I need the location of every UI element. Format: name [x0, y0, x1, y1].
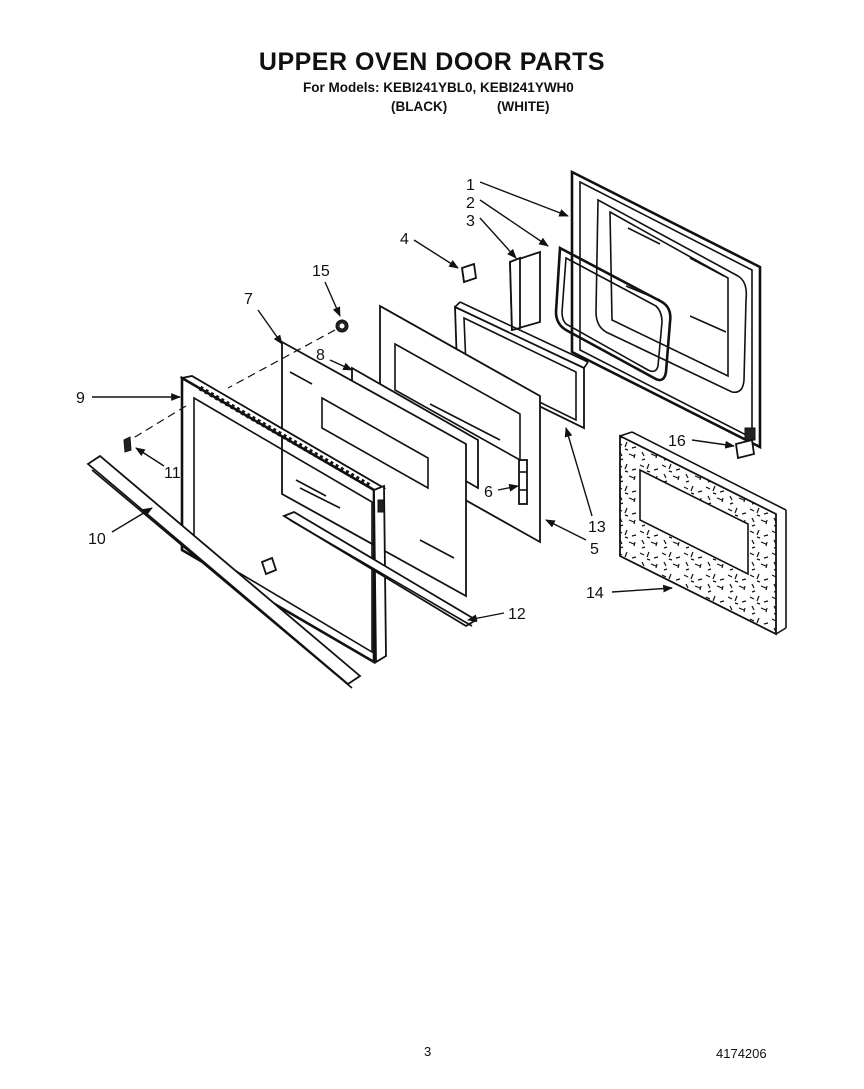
- hinge-bracket: [518, 459, 528, 505]
- models-line: For Models: KEBI241YBL0, KEBI241YWH0: [303, 80, 574, 95]
- door-glass-panel: [281, 340, 467, 598]
- screw-part: [335, 319, 349, 333]
- callout-7: 7: [244, 291, 253, 308]
- document-number: 4174206: [716, 1046, 767, 1061]
- callout-16: 16: [668, 433, 686, 450]
- callout-1: 1: [466, 177, 475, 194]
- leader-lines: [92, 181, 735, 623]
- small-clip: [123, 436, 132, 453]
- callout-2: 2: [466, 195, 475, 212]
- callout-11: 11: [164, 465, 181, 482]
- callout-3: 3: [466, 213, 475, 230]
- callout-6: 6: [484, 484, 493, 501]
- callout-14: 14: [586, 585, 604, 602]
- assembly-lines: [129, 329, 336, 441]
- callout-8: 8: [316, 347, 325, 364]
- insulation-pad: [619, 431, 787, 636]
- callout-13: 13: [588, 519, 606, 536]
- door-clip: [461, 262, 477, 284]
- page-title: UPPER OVEN DOOR PARTS: [258, 48, 606, 76]
- bottom-trim-rail: [86, 454, 362, 689]
- variant-black: (BLACK): [391, 99, 448, 114]
- callout-4: 4: [400, 231, 409, 248]
- callout-5: 5: [590, 541, 599, 558]
- page-number: 3: [424, 1044, 432, 1059]
- callout-10: 10: [88, 531, 106, 548]
- door-gasket: [554, 245, 672, 382]
- variant-white: (WHITE): [497, 99, 550, 114]
- glass-pack-tray: [454, 301, 589, 430]
- insulation-block: [509, 250, 541, 332]
- callout-15: 15: [312, 263, 330, 280]
- inner-door-panel: [570, 169, 762, 450]
- callout-numbers: 1 2 3 4 15 7 8 9 11 10 6 13 5 12 14 16: [76, 177, 686, 623]
- door-plug: [734, 438, 756, 460]
- callout-12: 12: [508, 606, 526, 623]
- callout-9: 9: [76, 390, 85, 407]
